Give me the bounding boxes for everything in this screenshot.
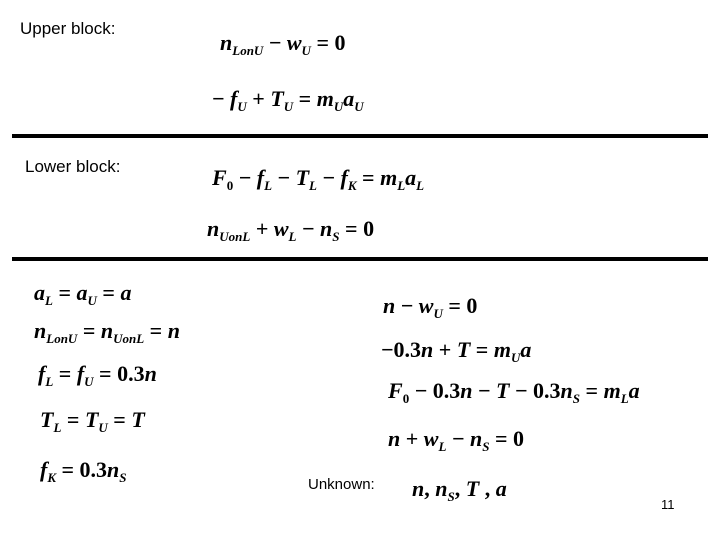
unknowns-list: n, nS, T , a [412,476,507,504]
constraint-friction: fL = fU = 0.3n [38,361,157,389]
lower-block-label: Lower block: [25,157,121,176]
constraint-normal-forces: nLonU = nUonL = n [34,318,180,346]
divider-lower [12,257,708,261]
unknown-label: Unknown: [308,476,375,493]
system-equation-2: −0.3n + T = mUa [381,337,532,365]
constraint-accelerations: aL = aU = a [34,280,132,308]
constraint-tension: TL = TU = T [40,407,145,435]
constraint-kinetic-friction: fK = 0.3nS [40,457,127,485]
divider-upper [12,134,708,138]
equation-upper-2: − fU + TU = mUaU [212,86,364,114]
upper-block-label: Upper block: [20,19,116,38]
system-equation-3: F0 − 0.3n − T − 0.3nS = mLa [388,378,640,406]
equation-lower-2: nUonL + wL − nS = 0 [207,216,375,244]
page-number: 11 [661,497,675,512]
equation-upper-1: nLonU − wU = 0 [220,30,346,58]
system-equation-4: n + wL − nS = 0 [388,426,525,454]
equation-lower-1: F0 − fL − TL − fK = mLaL [212,165,425,193]
system-equation-1: n − wU = 0 [383,293,478,321]
